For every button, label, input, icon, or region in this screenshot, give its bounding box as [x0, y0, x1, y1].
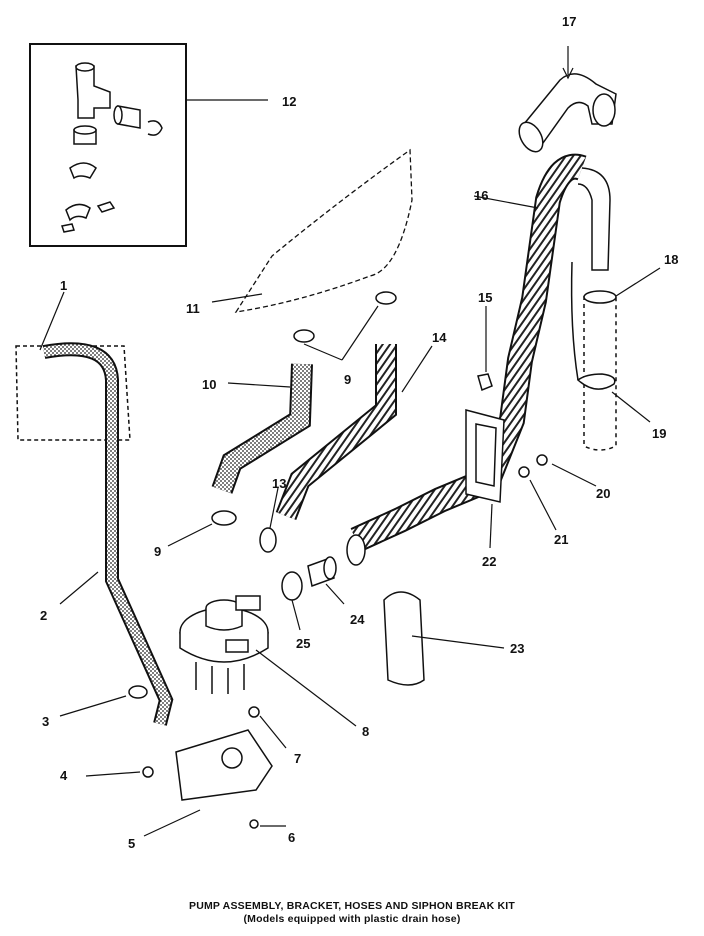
- callout-15: 15: [478, 290, 492, 305]
- callout-labels: 1 2 3 4 5 6 7 8 9 9 10 11 12 13 14 15 16…: [40, 14, 678, 851]
- hose-clamps: [167, 291, 397, 631]
- callout-5: 5: [128, 836, 135, 851]
- callout-8: 8: [362, 724, 369, 739]
- callout-19: 19: [652, 426, 666, 441]
- callout-9b: 9: [344, 372, 351, 387]
- caption-title: PUMP ASSEMBLY, BRACKET, HOSES AND SIPHON…: [188, 900, 515, 912]
- callout-14: 14: [432, 330, 447, 345]
- pump-8: [179, 595, 357, 727]
- callout-2: 2: [40, 608, 47, 623]
- siphon-break-kit-parts: [61, 62, 163, 233]
- callout-6: 6: [288, 830, 295, 845]
- callout-20: 20: [596, 486, 610, 501]
- exploded-parts-diagram: 1 2 3 4 5 6 7 8 9 9 10 11 12 13 14 15 16…: [15, 14, 678, 851]
- standpipe-18: [570, 261, 661, 451]
- callout-12: 12: [282, 94, 296, 109]
- coupling-24: [307, 556, 345, 605]
- tub-section-11: [211, 148, 413, 313]
- callout-23: 23: [510, 641, 524, 656]
- clip-23: [383, 591, 505, 686]
- callout-24: 24: [350, 612, 365, 627]
- diagram-caption: PUMP ASSEMBLY, BRACKET, HOSES AND SIPHON…: [0, 900, 704, 926]
- pump-bracket-5: [59, 685, 287, 837]
- callout-13: 13: [272, 476, 286, 491]
- inset-box-part-12: [29, 43, 268, 247]
- callout-21: 21: [554, 532, 568, 547]
- callout-7: 7: [294, 751, 301, 766]
- callout-18: 18: [664, 252, 678, 267]
- callout-25: 25: [296, 636, 310, 651]
- bracket-plate-22: [465, 306, 505, 549]
- callout-9a: 9: [154, 544, 161, 559]
- siphon-break-17: [518, 46, 617, 153]
- callout-22: 22: [482, 554, 496, 569]
- hose-10: [211, 363, 313, 494]
- callout-1: 1: [60, 278, 67, 293]
- callout-4: 4: [60, 768, 68, 783]
- callout-11: 11: [186, 301, 200, 316]
- callout-3: 3: [42, 714, 49, 729]
- callout-16: 16: [474, 188, 488, 203]
- screws-20-21: [518, 454, 597, 531]
- callout-10: 10: [202, 377, 216, 392]
- callout-17: 17: [562, 14, 576, 29]
- hose-14: [275, 344, 433, 520]
- caption-subtitle: (Models equipped with plastic drain hose…: [243, 913, 461, 925]
- hose-2: [15, 291, 174, 726]
